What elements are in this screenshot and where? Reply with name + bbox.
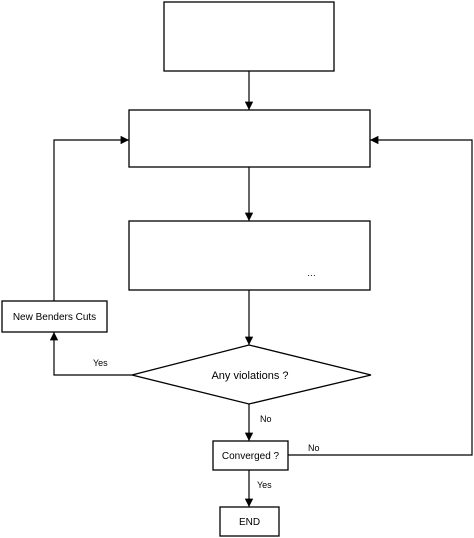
edge-label-converged-yes: Yes (257, 480, 272, 490)
edge-label-converged-no: No (308, 443, 320, 453)
arrow-benders-to-master (53, 135, 129, 301)
arrow-converged-no-to-master (288, 135, 473, 456)
top-process-box (163, 1, 335, 72)
end-box (219, 506, 280, 537)
new-benders-cuts-label: New Benders Cuts (13, 312, 96, 323)
end-label: END (239, 517, 260, 528)
violations-decision-label: Any violations ? (211, 370, 288, 382)
violations-decision-diamond (131, 344, 372, 405)
arrow-decision-yes-to-benders (49, 332, 132, 376)
subproblem-box (128, 220, 371, 291)
master-problem-box (128, 109, 371, 168)
subproblem-ellipsis: … (307, 268, 316, 278)
converged-label: Converged ? (222, 451, 280, 462)
edge-label-violations-no: No (260, 414, 272, 424)
new-benders-cuts-box (1, 300, 108, 333)
edge-label-violations-yes: Yes (93, 358, 108, 368)
